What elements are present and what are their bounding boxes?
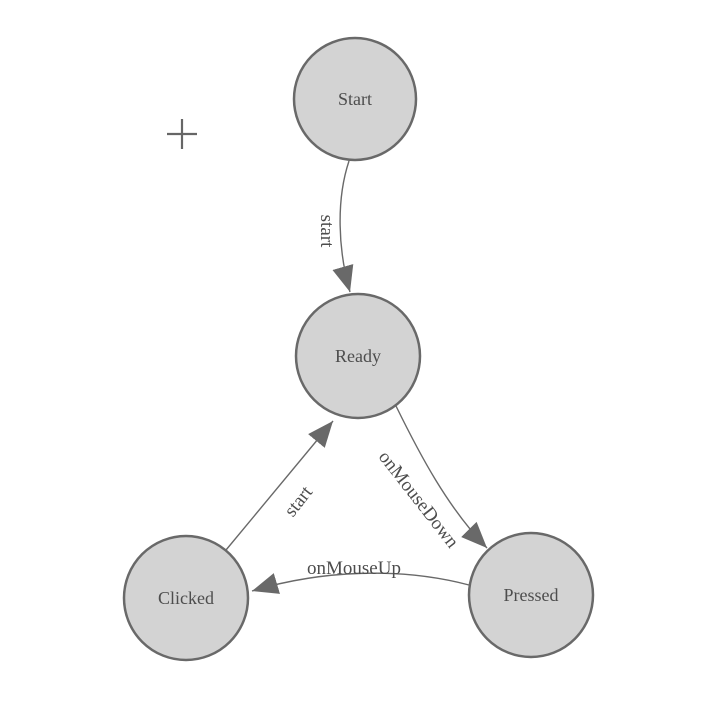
- edge-ready-to-pressed[interactable]: onMouseDown: [374, 405, 488, 553]
- edge-ready-to-pressed-line[interactable]: [395, 405, 488, 549]
- node-pressed-circle[interactable]: [467, 531, 595, 659]
- origin-crosshair-icon: [167, 119, 197, 149]
- node-clicked[interactable]: Clicked: [122, 534, 250, 662]
- edge-label-start-2: start: [280, 482, 317, 521]
- node-clicked-label: Clicked: [158, 588, 214, 608]
- edge-start-to-ready-line[interactable]: [332, 160, 354, 293]
- node-start-circle[interactable]: [292, 36, 418, 162]
- edge-start-to-ready[interactable]: start: [316, 160, 354, 293]
- edge-label-onmouseup: onMouseUp: [307, 558, 401, 579]
- edge-label-start-1: start: [316, 215, 337, 248]
- node-clicked-circle[interactable]: [122, 534, 250, 662]
- node-start-label: Start: [338, 89, 372, 109]
- node-ready-circle[interactable]: [294, 292, 422, 420]
- node-pressed[interactable]: Pressed: [467, 531, 595, 659]
- edge-clicked-to-ready[interactable]: start: [225, 420, 334, 551]
- edge-pressed-to-clicked[interactable]: onMouseUp: [251, 558, 470, 594]
- edge-label-onmousedown: onMouseDown: [374, 447, 463, 553]
- edge-clicked-to-ready-line[interactable]: [225, 420, 334, 551]
- node-ready[interactable]: Ready: [294, 292, 422, 420]
- node-pressed-label: Pressed: [504, 585, 559, 605]
- edge-pressed-to-clicked-line[interactable]: [251, 572, 470, 594]
- node-ready-label: Ready: [335, 346, 381, 366]
- node-start[interactable]: Start: [292, 36, 418, 162]
